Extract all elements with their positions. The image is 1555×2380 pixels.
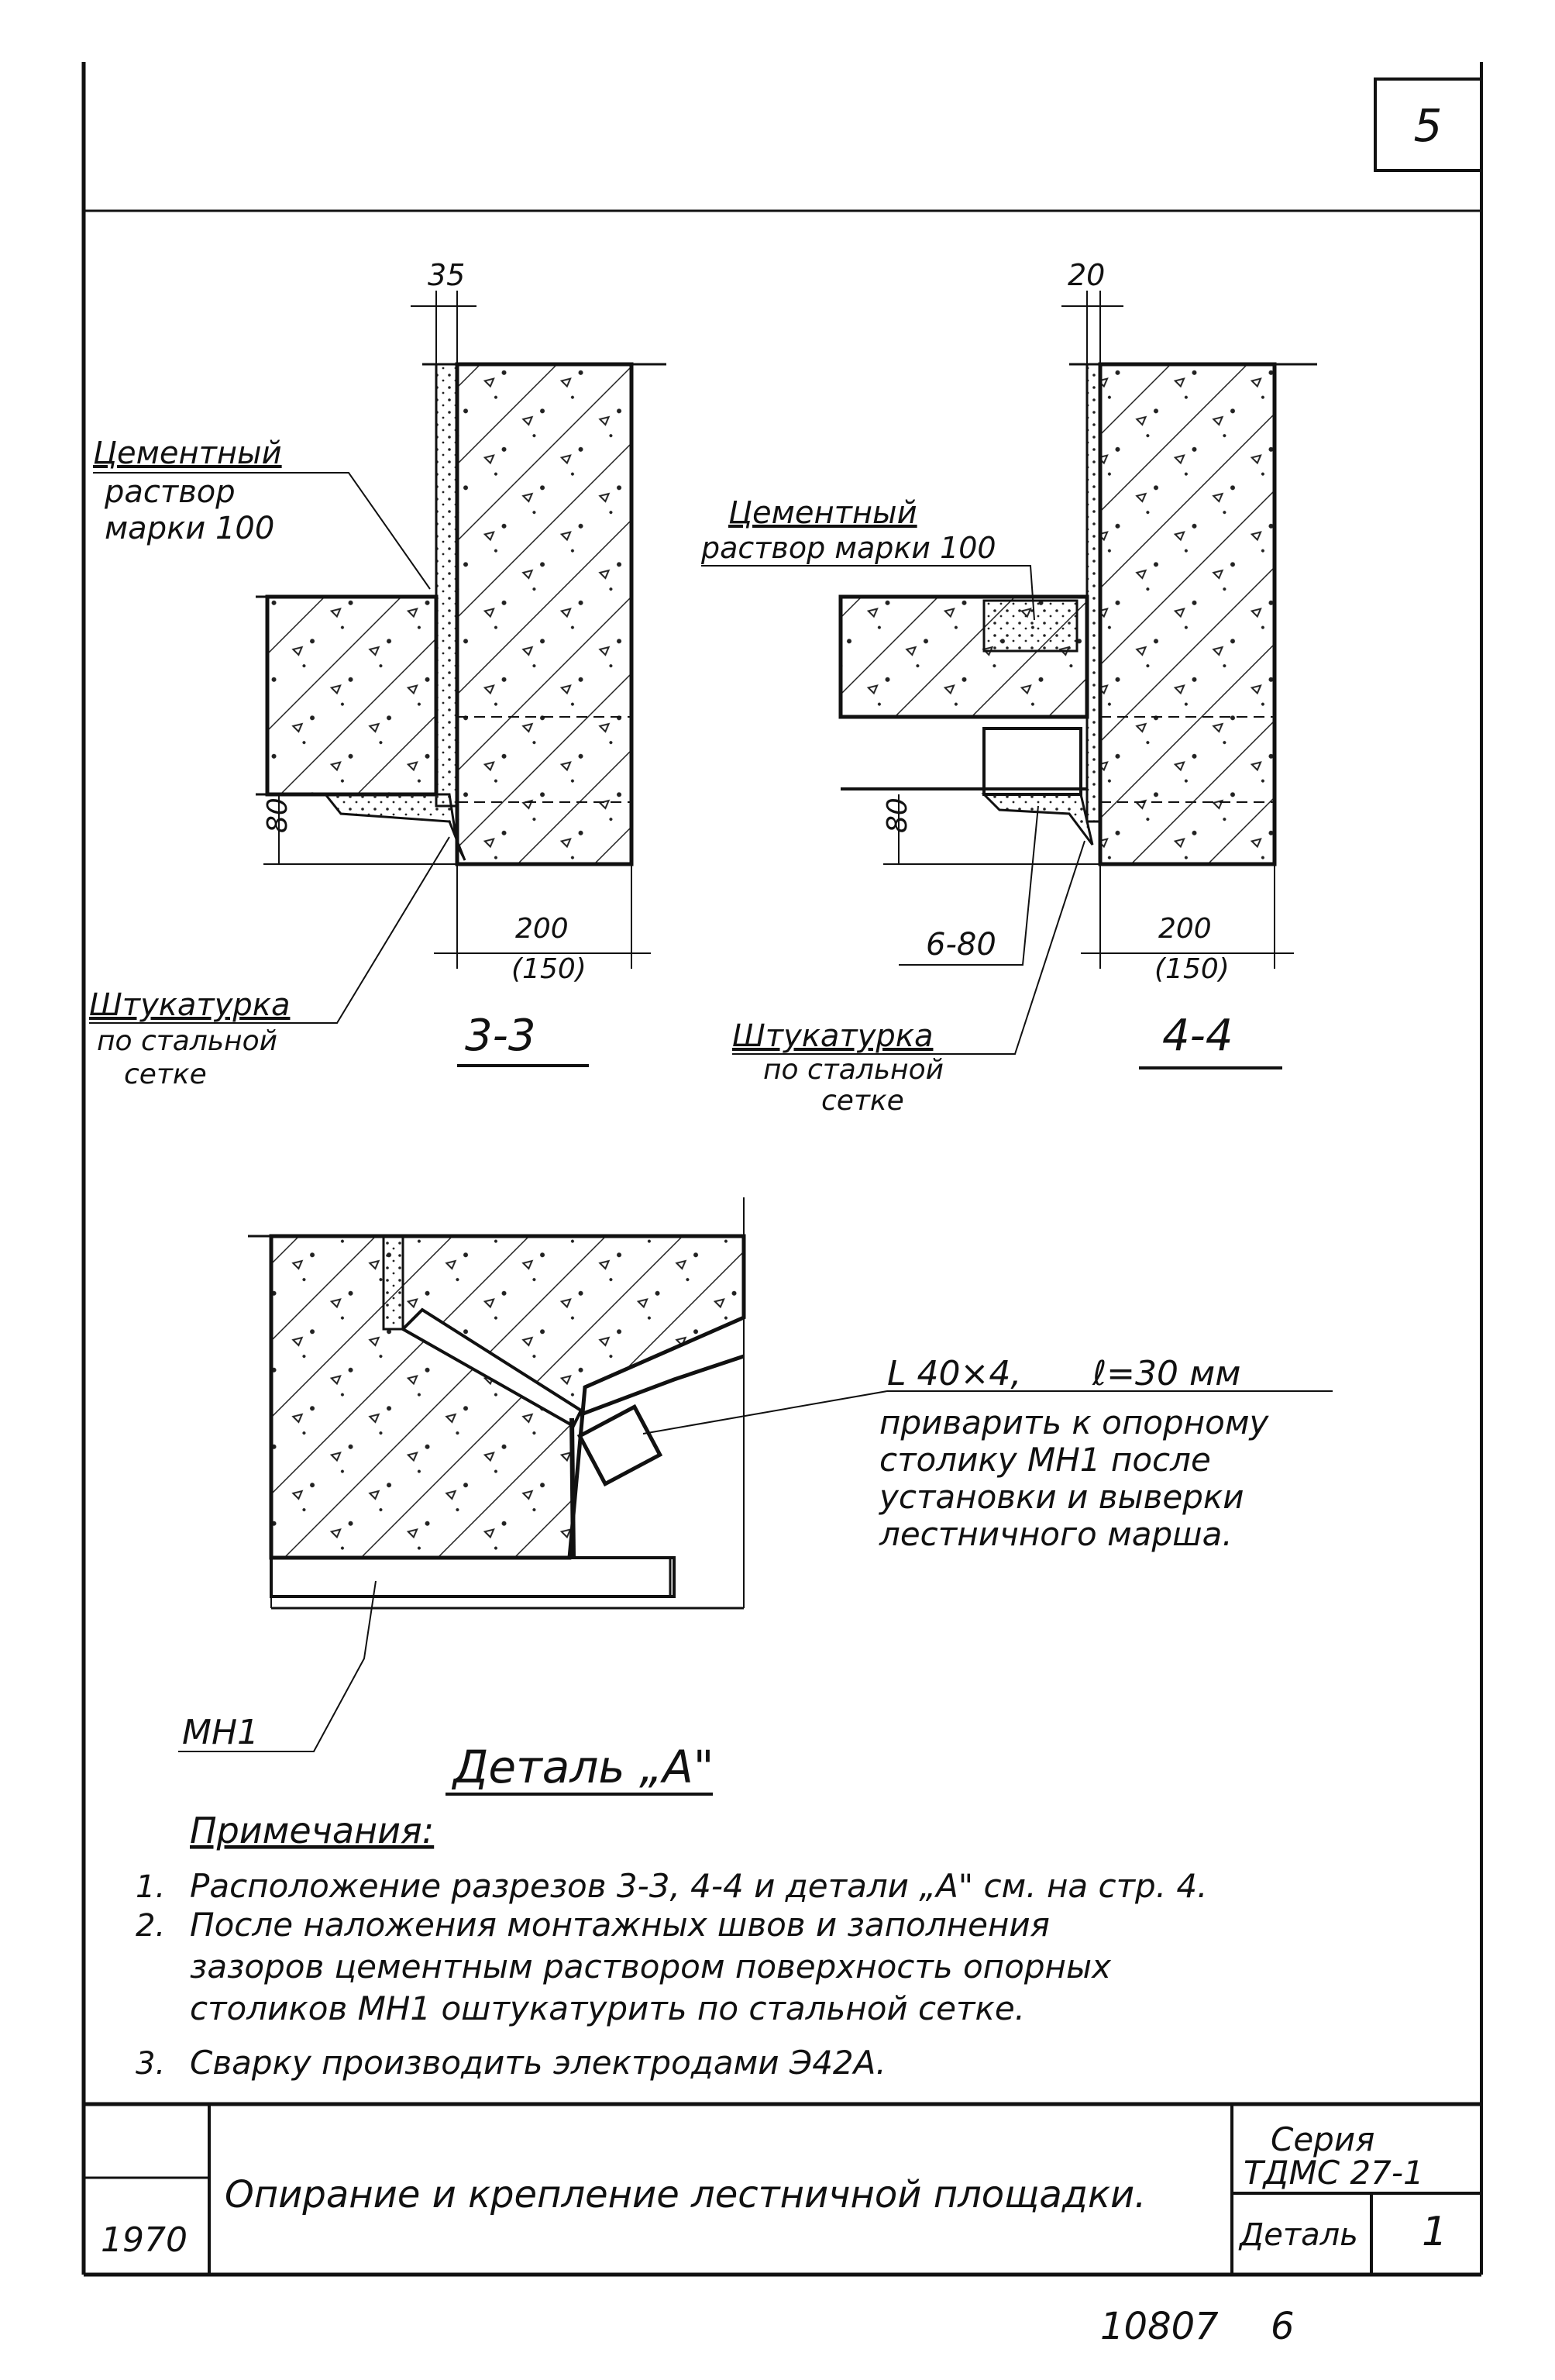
note-3-l1: Сварку производить электродами Э42А.: [190, 2044, 886, 2082]
angle-label: L 40×4,: [887, 1354, 1021, 1393]
note-2-l2: зазоров цементным раствором поверхность …: [190, 1948, 1112, 1986]
drawing-title: Опирание и крепление лестничной площадки…: [225, 2173, 1146, 2216]
bottom-num: 6: [1271, 2305, 1295, 2348]
dim-200-33: 200: [515, 913, 569, 945]
note-3-num: 3.: [136, 2046, 165, 2082]
detail-a: L 40×4, ℓ=30 мм приварить к опорному сто…: [178, 1197, 1333, 1796]
note-2-l3: столиков МН1 оштукатурить по стальной се…: [190, 1989, 1025, 2027]
dim-200-44: 200: [1158, 913, 1212, 945]
note-2-num: 2.: [136, 1908, 165, 1944]
mortar-gap-44: [1085, 363, 1102, 823]
section-4-4: 20 80 200 (150) 6-80 Цементный раствор м…: [700, 258, 1317, 1117]
dim-150-33: (150): [511, 953, 587, 985]
angle-l40: [576, 1404, 663, 1487]
section-title-33: 3-3: [465, 1011, 535, 1061]
plaster-label-33-l2: по стальной: [97, 1025, 277, 1057]
page-number: 5: [1414, 99, 1443, 152]
detail-note-l1: приварить к опорному: [879, 1404, 1270, 1441]
support-table-44: [982, 727, 1082, 796]
detail-note-l4: лестничного марша.: [879, 1515, 1233, 1553]
detail-label: Деталь: [1238, 2217, 1358, 2253]
section-title-44: 4-4: [1162, 1011, 1233, 1061]
plaster-label-44-l2: по стальной: [763, 1054, 944, 1086]
cement-label-44-l2: раствор марки 100: [700, 531, 996, 565]
note-1-num: 1.: [136, 1869, 165, 1905]
notes-block: Примечания: 1. Расположение разрезов 3-3…: [136, 1810, 1207, 2082]
mortar-gap-33: [435, 363, 459, 808]
angle-length: ℓ=30 мм: [1092, 1354, 1240, 1393]
dim-top-44: 20: [1068, 258, 1105, 292]
cement-label-33-l3: марки 100: [105, 511, 274, 546]
mh1-support: [270, 1556, 676, 1598]
sheet-frame: [81, 62, 1483, 2277]
detail-note-l2: столику МН1 после: [879, 1441, 1211, 1479]
plaster-label-33-l1: Штукатурка: [89, 987, 290, 1023]
bottom-code: 10807: [1100, 2305, 1219, 2348]
detail-concrete: [269, 1234, 746, 1560]
dim-80-33: 80: [262, 797, 294, 833]
detail-title: Деталь „А": [451, 1741, 714, 1793]
cement-label-33-l1: Цементный: [93, 436, 282, 471]
cement-label-44-l1: Цементный: [728, 495, 917, 531]
dim-80-44: 80: [882, 797, 913, 833]
slab-33: [265, 594, 439, 797]
series-label: Серия: [1271, 2120, 1374, 2158]
detail-mortar: [382, 1235, 404, 1331]
detail-note-l3: установки и выверки: [878, 1478, 1244, 1516]
weld-label-44: 6-80: [926, 927, 996, 963]
dim-top-33: 35: [428, 258, 465, 292]
dim-150-44: (150): [1154, 953, 1230, 985]
plaster-label-44-l1: Штукатурка: [732, 1018, 933, 1054]
plaster-label-44-l3: сетке: [821, 1085, 904, 1117]
page-number-box: 5: [1374, 77, 1483, 172]
wall-33: [455, 362, 634, 866]
section-3-3: 35 80 200 (150) Цементный раствор марки …: [89, 258, 666, 1090]
year: 1970: [101, 2220, 187, 2260]
plaster-label-33-l3: сетке: [124, 1059, 207, 1090]
wall-44: [1098, 362, 1277, 866]
note-2-l1: После наложения монтажных швов и заполне…: [190, 1906, 1050, 1944]
plaster-33: [322, 793, 466, 861]
cement-pocket-44: [982, 599, 1079, 653]
cement-label-33-l2: раствор: [104, 474, 236, 510]
series-value: ТДМС 27-1: [1244, 2154, 1424, 2192]
notes-heading: Примечания:: [190, 1810, 434, 1851]
detail-value: 1: [1422, 2209, 1447, 2255]
title-block: [84, 2102, 1481, 2275]
mh1-label: МН1: [182, 1713, 259, 1752]
note-1-l1: Расположение разрезов 3-3, 4-4 и детали …: [190, 1867, 1207, 1905]
